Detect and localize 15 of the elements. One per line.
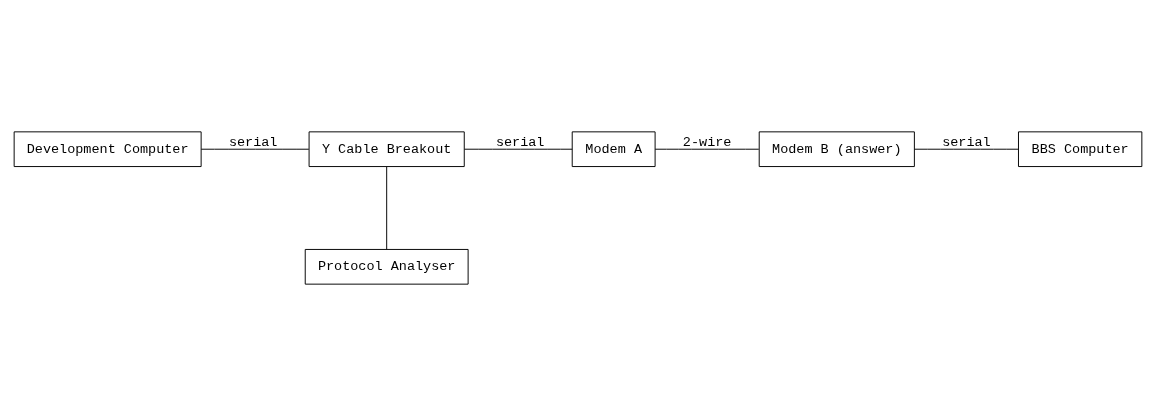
connector (914, 148, 1019, 150)
connector (386, 166, 388, 250)
edge-label: serial (228, 134, 278, 150)
node-box: Protocol Analyser (304, 248, 469, 285)
node-box: Modem A (571, 131, 656, 168)
edge-label: 2-wire (682, 134, 732, 150)
connector (654, 148, 760, 150)
node-box: Development Computer (13, 131, 202, 168)
node-box: Modem B (answer) (758, 131, 915, 168)
node-box: Y Cable Breakout (308, 131, 465, 168)
edge-label: serial (942, 134, 991, 150)
node-box: BBS Computer (1018, 131, 1143, 168)
connector (463, 148, 573, 150)
edge-label: serial (495, 134, 545, 150)
connector (200, 148, 310, 150)
